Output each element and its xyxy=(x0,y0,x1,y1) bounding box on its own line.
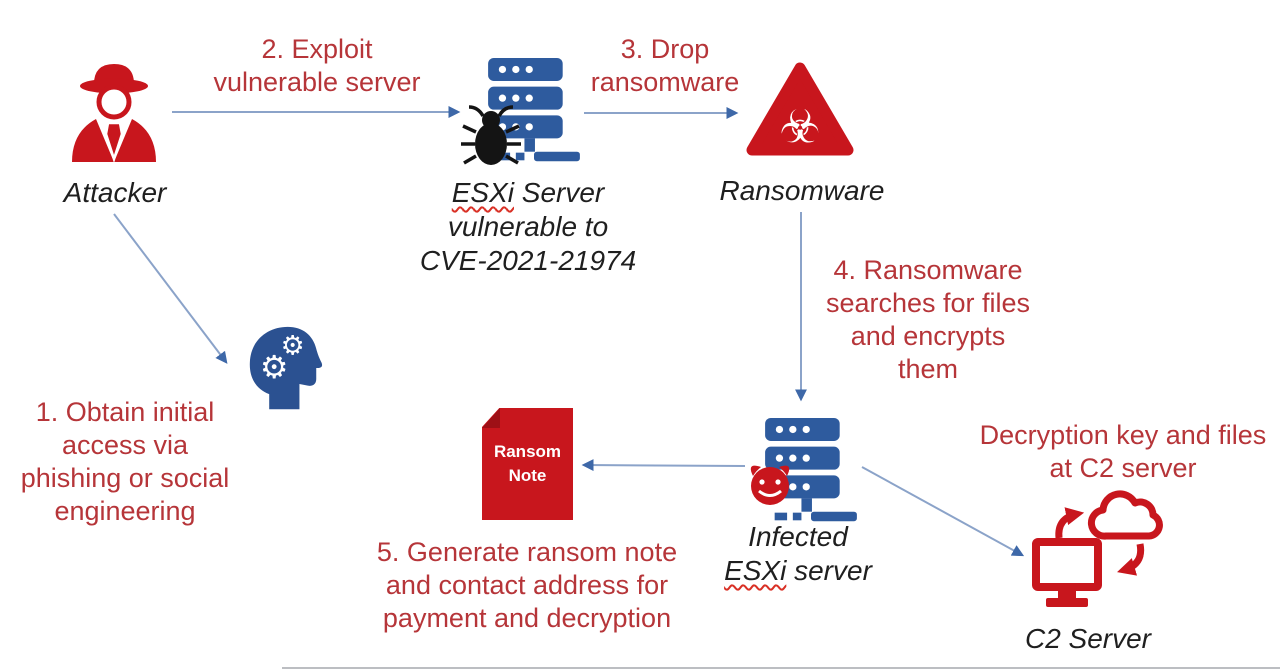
server-word: server xyxy=(786,555,872,586)
text-line: ESXi server xyxy=(700,554,896,588)
ransom-note-icon: Ransom Note xyxy=(482,408,573,520)
text-line: payment and decryption xyxy=(382,603,672,633)
text-line: ESXi Server xyxy=(397,176,659,210)
ransomware-label: Ransomware xyxy=(702,174,902,208)
step4-text: 4. Ransomware searches for files and enc… xyxy=(818,254,1038,386)
text-line: 4. Ransomware xyxy=(833,255,1023,285)
text-line: vulnerable server xyxy=(213,67,421,97)
text-line: C2 Server xyxy=(1024,623,1152,654)
arrow-attacker-to-brain xyxy=(113,213,228,364)
esxi-word: ESXi xyxy=(724,555,787,586)
server-word: Server xyxy=(514,177,605,208)
text-line: and contact address for xyxy=(385,570,669,600)
text-line: engineering xyxy=(54,496,196,526)
text-line: ransomware xyxy=(590,67,740,97)
infected-server-label: Infected ESXi server xyxy=(700,520,896,588)
text-line: access via xyxy=(61,430,189,460)
text-line: and encrypts xyxy=(850,321,1006,351)
text-line: Ransomware xyxy=(719,175,885,206)
attacker-spy-icon xyxy=(72,64,156,162)
gear-icon: ⚙ xyxy=(260,348,289,386)
sync-up-arrow-icon xyxy=(1055,507,1085,539)
text-line: vulnerable to xyxy=(447,211,609,242)
text-line: 2. Exploit xyxy=(261,34,373,64)
biohazard-glyph: ☣ xyxy=(779,100,820,154)
step3-text: 3. Drop ransomware xyxy=(565,33,765,99)
c2-server-icon xyxy=(1032,490,1163,607)
c2-server-label: C2 Server xyxy=(1008,622,1168,656)
text-line: Ransom xyxy=(493,442,562,461)
gear-icon: ⚙ xyxy=(281,331,305,362)
bug-icon xyxy=(461,105,521,165)
ransomware-biohazard-icon: ☣ xyxy=(746,62,854,156)
text-line: at C2 server xyxy=(1049,453,1197,483)
text-line: Infected xyxy=(748,521,848,552)
cloud-icon xyxy=(1087,490,1163,540)
arrow-infected-server-to-c2 xyxy=(861,466,1025,557)
text-line: phishing or social xyxy=(20,463,230,493)
step5-text: 5. Generate ransom note and contact addr… xyxy=(360,536,694,635)
step1-text: 1. Obtain initial access via phishing or… xyxy=(10,396,240,528)
text-line: 1. Obtain initial xyxy=(35,397,215,427)
text-line: them xyxy=(897,354,959,384)
arrow-infected-server-to-ransom-note xyxy=(581,459,746,472)
attacker-label: Attacker xyxy=(35,176,195,210)
text-line: 3. Drop xyxy=(620,34,710,64)
c2-note-text: Decryption key and files at C2 server xyxy=(962,419,1280,485)
head-gears-icon: ⚙ ⚙ xyxy=(249,326,323,410)
esxi-server-icon xyxy=(488,58,580,162)
sync-down-arrow-icon xyxy=(1117,543,1145,576)
text-line: Note xyxy=(508,466,547,485)
bottom-divider xyxy=(282,667,1280,669)
esxi-server-label: ESXi Server vulnerable to CVE-2021-21974 xyxy=(397,176,659,278)
monitor-icon xyxy=(1032,538,1102,591)
devil-face-icon xyxy=(750,465,790,505)
text-line: CVE-2021-21974 xyxy=(419,245,637,276)
text-line: searches for files xyxy=(825,288,1031,318)
text-line: Attacker xyxy=(63,177,167,208)
step2-text: 2. Exploit vulnerable server xyxy=(187,33,447,99)
text-line: 5. Generate ransom note xyxy=(376,537,678,567)
esxi-word: ESXi xyxy=(451,177,514,208)
text-line: Decryption key and files xyxy=(979,420,1267,450)
